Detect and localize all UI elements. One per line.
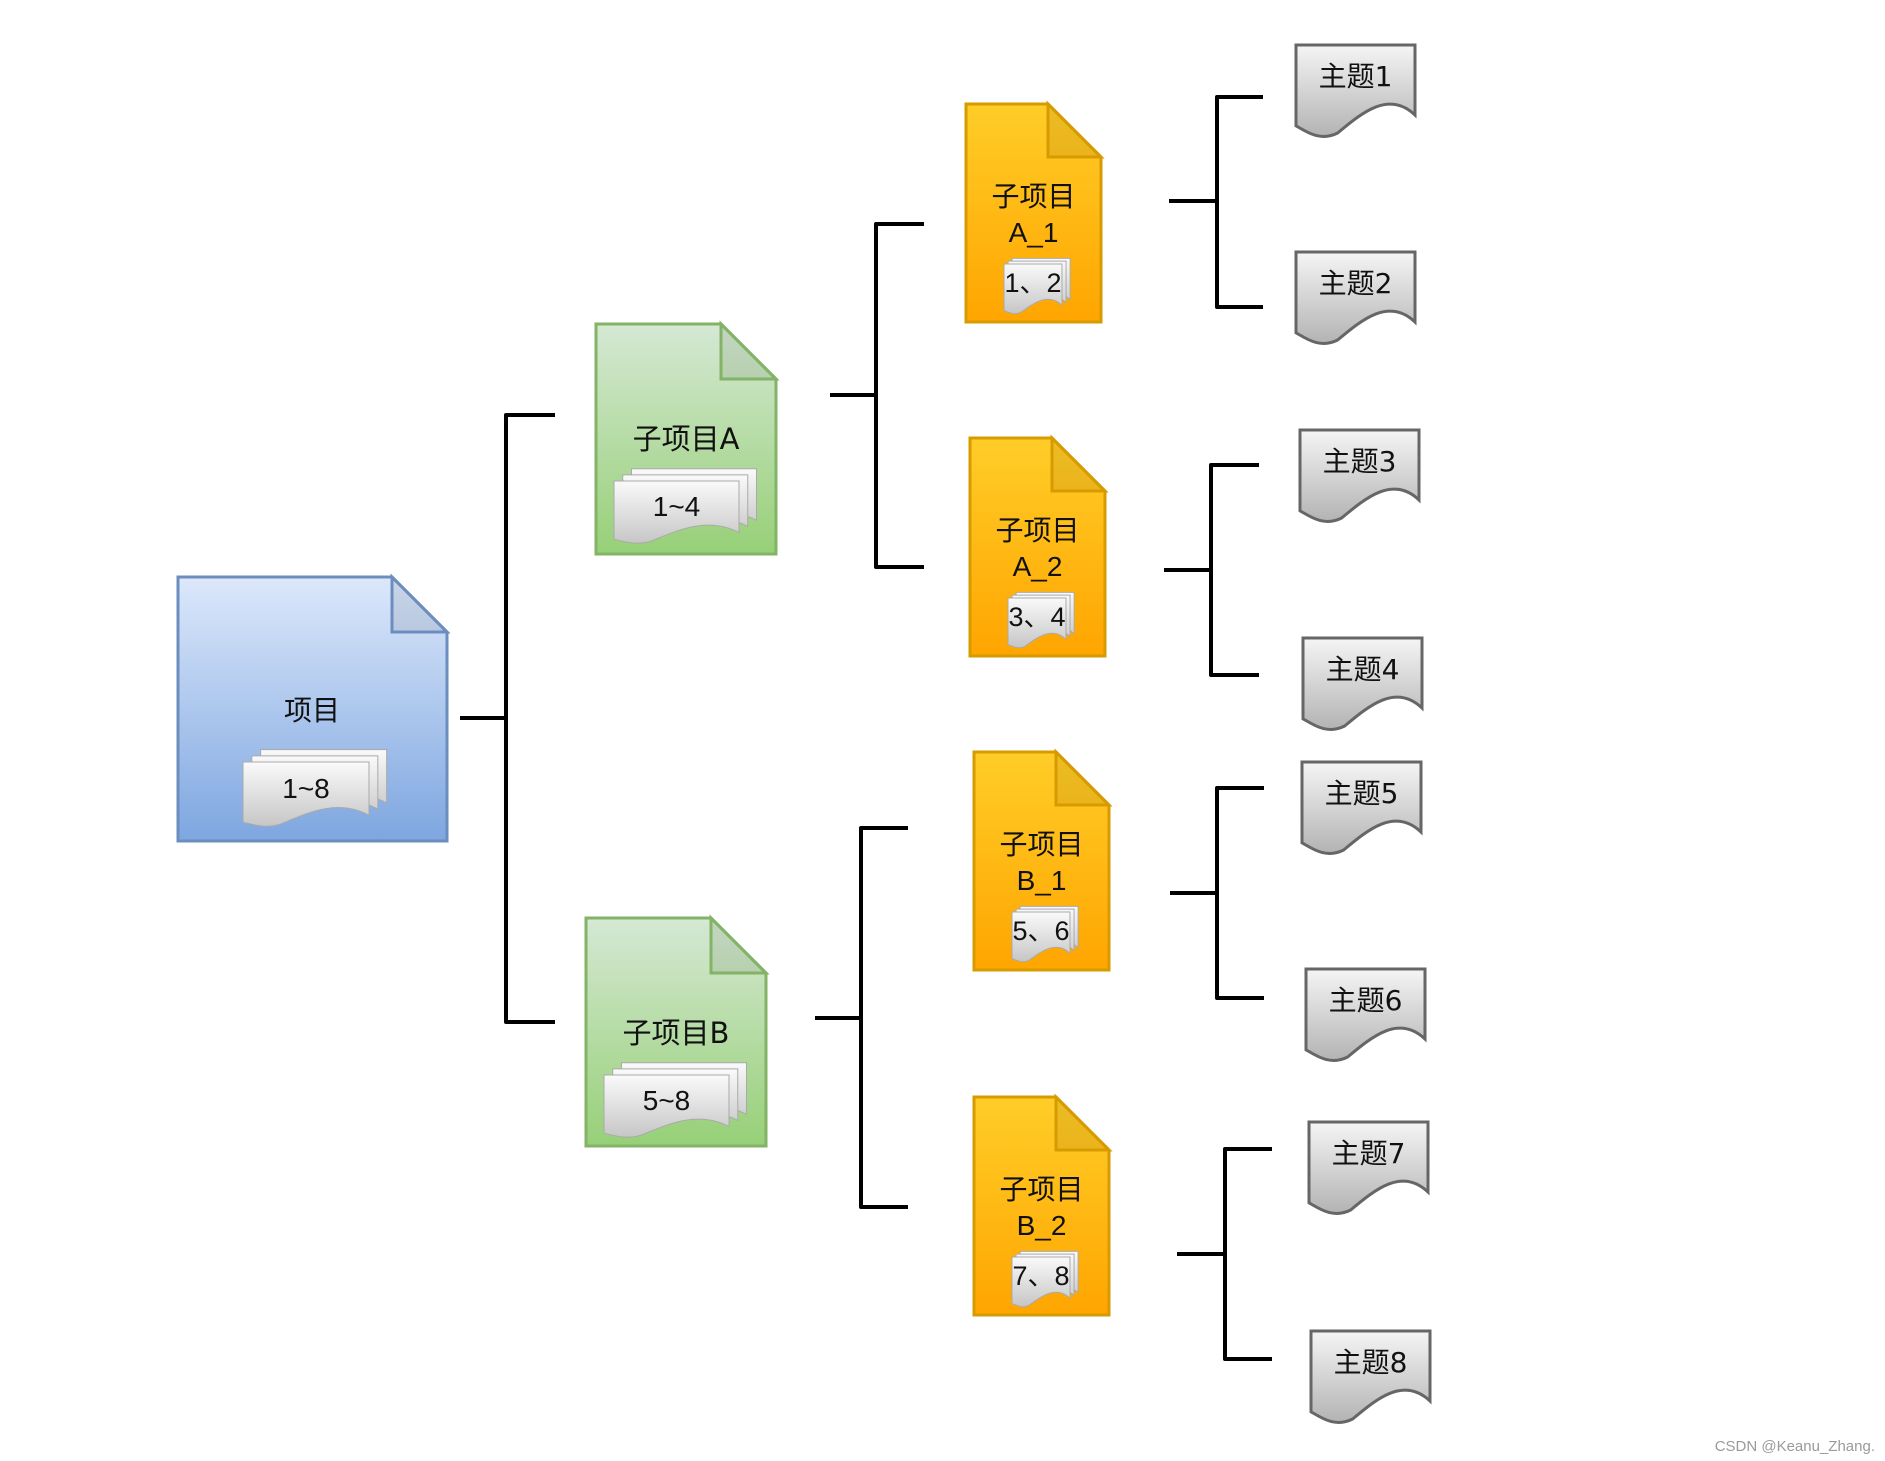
leaf-project-node[interactable]: 子项目 B_1 5、6 [972,748,1113,972]
document-stack-icon [613,468,757,544]
range-label: 3、4 [1008,602,1065,632]
leaf-label-line2: B_2 [1017,1210,1067,1241]
connector-sub-b [815,826,908,1209]
leaf-project-node[interactable]: 子项目 A_1 1、2 [964,100,1105,324]
page-fold [719,320,780,381]
range-label: 5~8 [643,1085,691,1116]
page-fold [390,573,451,634]
page-fold [1054,748,1113,807]
leaf-label-line1: 子项目 [999,828,1083,861]
range-label: 1~4 [653,491,701,522]
topic-label: 主题2 [1319,267,1393,300]
page-fold [709,914,770,975]
topic-shape [1294,43,1417,138]
page-fold [1046,100,1105,159]
connector-b2 [1177,1147,1272,1361]
subproject-label: 子项目A [633,422,740,456]
topic-shape [1298,428,1421,523]
connector-b1 [1170,786,1264,1000]
document-stack-icon [242,749,388,827]
document-stack-icon [1011,905,1079,963]
document-stack-icon [1003,257,1071,315]
connector-sub-a [830,222,924,569]
leaf-project-node[interactable]: 子项目 A_2 3、4 [968,434,1109,658]
range-label: 1、2 [1004,268,1061,298]
leaf-label-line1: 子项目 [995,514,1079,547]
topic-label: 主题1 [1319,60,1393,93]
topic-label: 主题8 [1334,1346,1408,1379]
leaf-label-line2: A_1 [1009,217,1059,248]
leaf-label-line2: A_2 [1013,551,1063,582]
topic-node[interactable]: 主题8 [1309,1329,1432,1424]
leaf-label-line1: 子项目 [991,180,1075,213]
topic-shape [1294,250,1417,345]
topic-node[interactable]: 主题2 [1294,250,1417,345]
page-fold [1050,434,1109,493]
connector-root [460,413,555,1024]
document-stack-icon [1007,591,1075,649]
range-label: 7、8 [1012,1261,1069,1291]
topic-label: 主题3 [1323,445,1397,478]
root-node[interactable]: 项目 1~8 [176,573,451,843]
topic-node[interactable]: 主题3 [1298,428,1421,523]
document-stack-icon [603,1062,747,1138]
page-fold [1054,1093,1113,1152]
subproject-node[interactable]: 子项目A 1~4 [594,320,780,556]
subproject-label: 子项目B [623,1016,730,1050]
topic-shape [1307,1120,1430,1215]
topic-node[interactable]: 主题6 [1304,967,1427,1062]
connector-a2 [1164,463,1259,677]
subproject-node[interactable]: 子项目B 5~8 [584,914,770,1148]
topic-shape [1301,636,1424,731]
root-label: 项目 [284,694,340,727]
watermark: CSDN @Keanu_Zhang. [1714,1438,1875,1455]
topic-label: 主题4 [1326,653,1400,686]
topic-label: 主题5 [1325,777,1399,810]
connector-a1 [1169,95,1263,309]
topic-shape [1309,1329,1432,1424]
topic-label: 主题7 [1332,1137,1406,1170]
leaf-project-node[interactable]: 子项目 B_2 7、8 [972,1093,1113,1317]
topic-node[interactable]: 主题7 [1307,1120,1430,1215]
topic-shape [1300,760,1423,855]
topic-node[interactable]: 主题4 [1301,636,1424,731]
leaf-label-line2: B_1 [1017,865,1067,896]
range-label: 1~8 [282,773,330,804]
document-stack-icon [1011,1250,1079,1308]
topic-shape [1304,967,1427,1062]
range-label: 5、6 [1012,916,1069,946]
topic-node[interactable]: 主题5 [1300,760,1423,855]
topic-node[interactable]: 主题1 [1294,43,1417,138]
leaf-label-line1: 子项目 [999,1173,1083,1206]
topic-label: 主题6 [1329,984,1403,1017]
